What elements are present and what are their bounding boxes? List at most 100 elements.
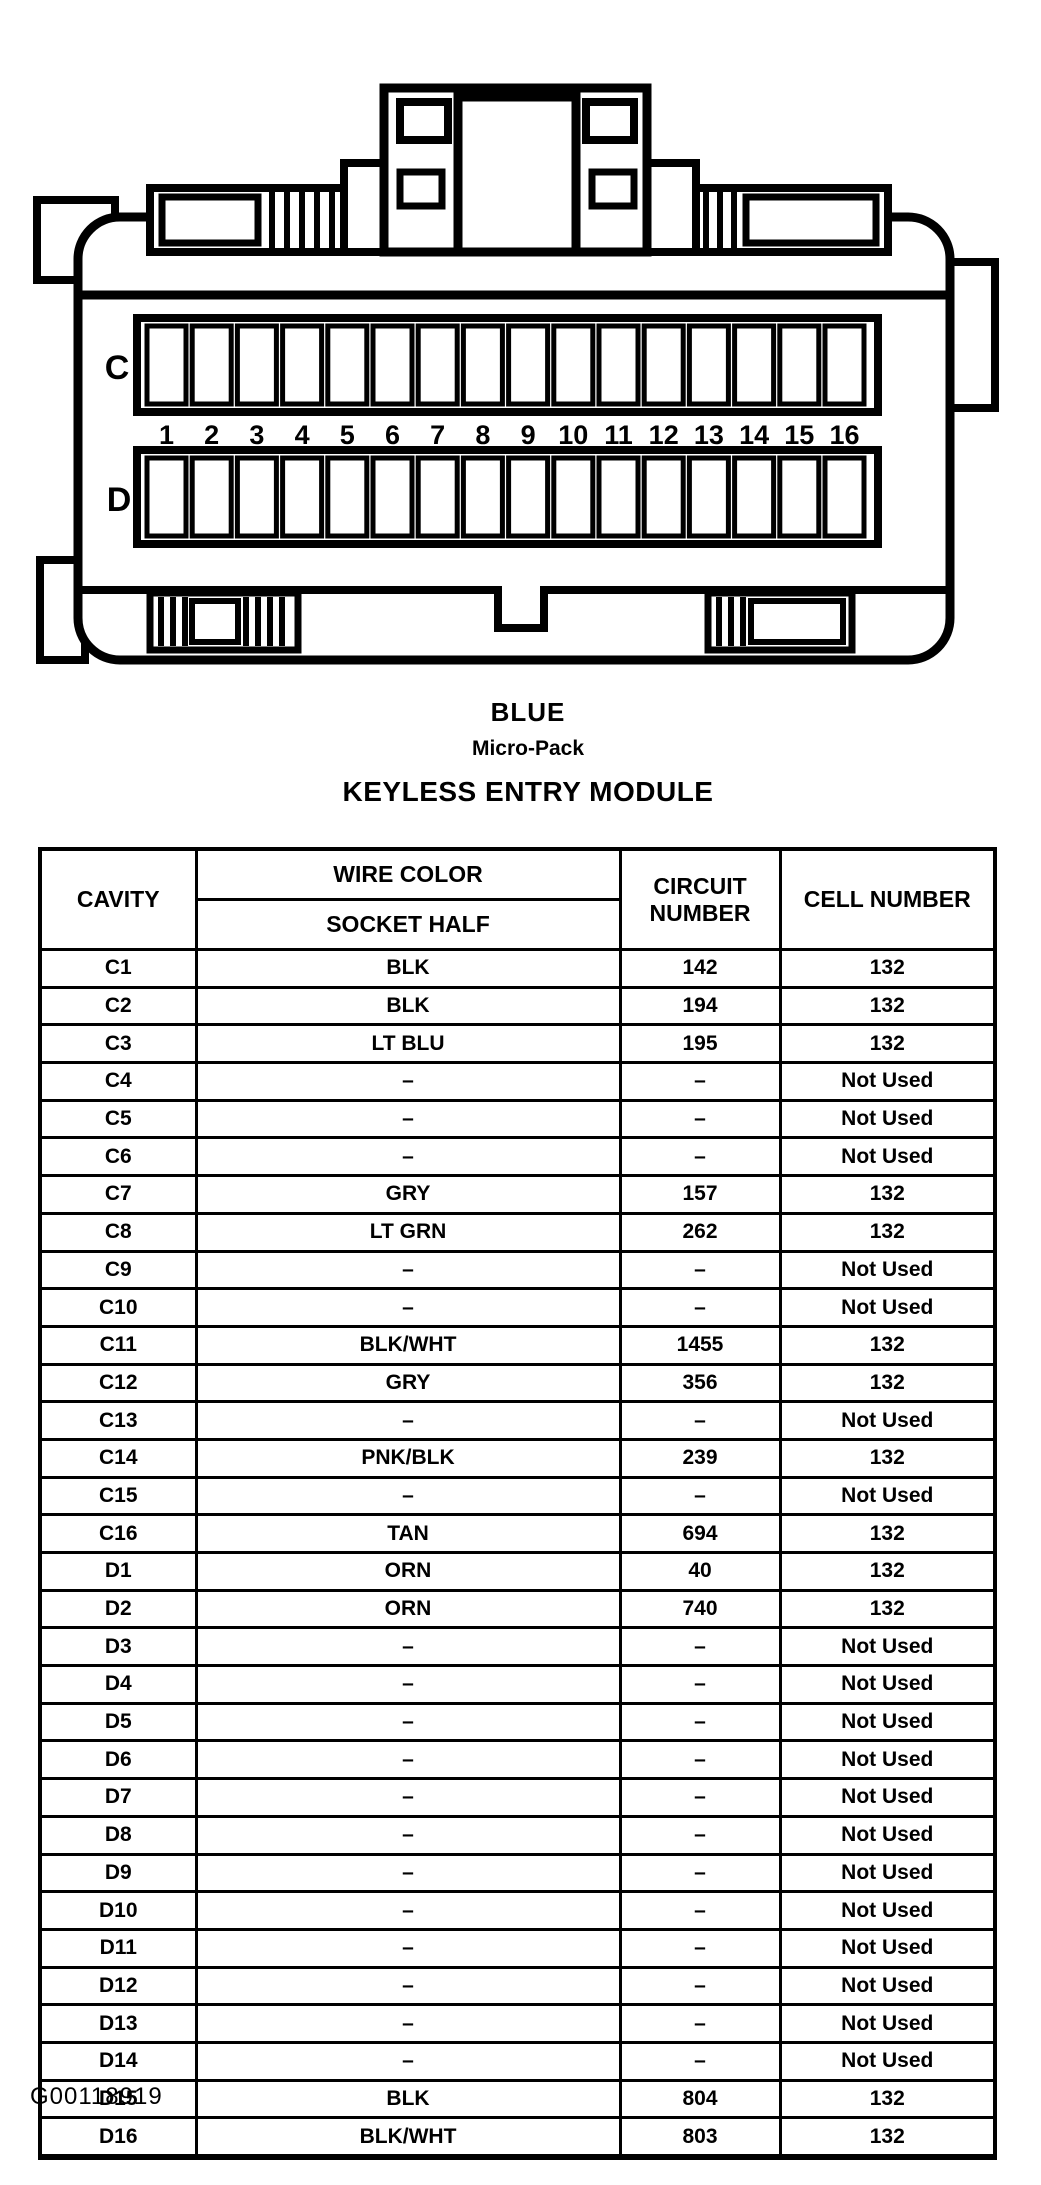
wire-color-cell: – [194,2040,622,2082]
circuit-number-cell: 740 [618,1588,782,1630]
wire-color-cell: BLK/WHT [194,2116,622,2159]
circuit-number-cell: – [618,1249,782,1291]
cell-number-cell: Not Used [778,1890,997,1931]
cavity-cell: D1 [38,1551,198,1592]
table-row: D11––Not Used [38,1927,997,1969]
cavity-slot [189,455,234,539]
wire-color-cell: LT BLU [194,1023,622,1065]
cavity-slot [777,323,822,407]
table-row: C6––Not Used [38,1136,997,1178]
wire-color-cell: BLK [194,2078,622,2120]
cell-number-cell: 132 [778,2116,997,2159]
cavity-cell: D10 [38,1890,198,1931]
cavity-slot [686,323,731,407]
cavity-slot [641,455,686,539]
cell-number-cell: 132 [778,1324,997,1366]
cavity-slot [777,455,822,539]
circuit-number-cell: 142 [618,948,782,989]
table-row: D12––Not Used [38,1965,997,2007]
cavity-cell: D3 [38,1626,198,1668]
pin-number: 11 [604,420,633,450]
cavity-slot [506,323,551,407]
pin-number: 1 [159,420,174,450]
cell-number-cell: Not Used [778,1098,997,1140]
cavity-cell: D11 [38,1927,198,1969]
cavity-cell: C7 [38,1174,198,1215]
circuit-number-cell: – [618,1814,782,1856]
table-row: D14––Not Used [38,2040,997,2082]
cell-number-cell: Not Used [778,2040,997,2082]
header-circuit-number: CIRCUIT NUMBER [618,847,782,951]
header-wire-color-label: WIRE COLOR [333,861,483,888]
cavity-cell: C2 [38,985,198,1027]
table-row: D3––Not Used [38,1626,997,1668]
wire-color-cell: – [194,1098,622,1140]
cavity-cell: C15 [38,1475,198,1517]
wire-color-cell: – [194,1814,622,1856]
cavity-slot [596,323,641,407]
cell-number-cell: Not Used [778,1475,997,1517]
cell-number-cell: 132 [778,1513,997,1554]
cavity-cell: D5 [38,1701,198,1743]
header-cavity: CAVITY [38,847,198,951]
wire-color-cell: TAN [194,1513,622,1554]
pin-number: 4 [295,420,310,450]
circuit-number-cell: 804 [618,2078,782,2120]
pinout-table: CAVITY WIRE COLOR SOCKET HALF CIRCUIT NU… [38,847,997,2160]
cavity-cell: D14 [38,2040,198,2082]
header-cell-number: CELL NUMBER [778,847,997,951]
wire-color-cell: – [194,1739,622,1781]
cell-number-cell: 132 [778,1588,997,1630]
cell-number-cell: Not Used [778,1965,997,2007]
cavity-cell: D16 [38,2116,198,2159]
cavity-slot [144,323,189,407]
pin-number: 8 [475,420,490,450]
cell-number-cell: 132 [778,1023,997,1065]
circuit-number-cell: 239 [618,1437,782,1479]
cavity-cell: C4 [38,1061,198,1102]
cell-number-cell: Not Used [778,1701,997,1743]
cavity-slot [415,323,460,407]
circuit-number-cell: – [618,1890,782,1931]
table-row: C15––Not Used [38,1475,997,1517]
cavity-cell: C1 [38,948,198,989]
table-row: C9––Not Used [38,1249,997,1291]
circuit-number-cell: 157 [618,1174,782,1215]
cell-number-cell: Not Used [778,1664,997,1705]
cavity-cell: D6 [38,1739,198,1781]
circuit-number-cell: 356 [618,1362,782,1404]
table-row: D10––Not Used [38,1890,997,1931]
wire-color-cell: PNK/BLK [194,1437,622,1479]
pin-number: 6 [385,420,400,450]
wire-color-cell: – [194,1890,622,1931]
cell-number-cell: 132 [778,1362,997,1404]
cavity-cell: D8 [38,1814,198,1856]
pin-number: 13 [694,420,724,450]
pin-number: 2 [204,420,219,450]
wire-color-cell: – [194,1701,622,1743]
pin-number: 15 [784,420,814,450]
wire-color-cell: – [194,1475,622,1517]
cavity-slot [596,455,641,539]
wire-color-cell: – [194,2003,622,2044]
cavity-slot [144,455,189,539]
table-row: C4––Not Used [38,1061,997,1102]
cavity-cell: C12 [38,1362,198,1404]
cavity-slot [325,323,370,407]
table-row: D13––Not Used [38,2003,997,2044]
circuit-number-cell: – [618,1965,782,2007]
cavity-slot [370,455,415,539]
circuit-number-cell: – [618,1664,782,1705]
table-row: C13––Not Used [38,1400,997,1441]
cell-number-cell: Not Used [778,1136,997,1178]
wire-color-cell: ORN [194,1551,622,1592]
table-row: C10––Not Used [38,1287,997,1328]
cavity-slot [280,455,325,539]
cavity-cell: C8 [38,1211,198,1253]
cavity-cell: D13 [38,2003,198,2044]
